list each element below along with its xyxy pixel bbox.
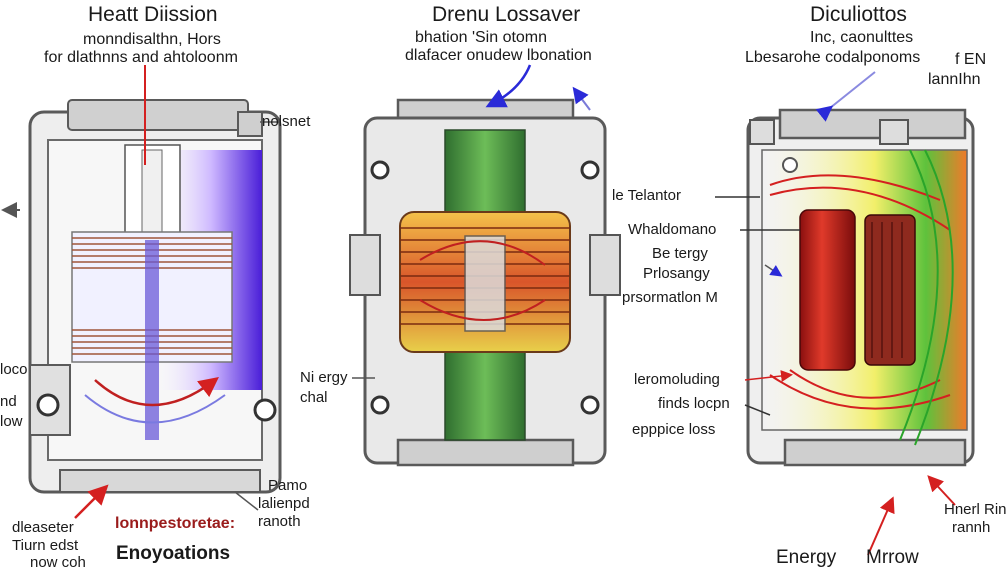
right-bottom-energy-label: Energy <box>776 547 837 568</box>
right-label-1: le Telantor <box>612 187 681 204</box>
middle-transformer <box>349 64 621 467</box>
left-bottom-bold-label: Enoyoations <box>116 543 231 564</box>
right-transformer <box>715 71 975 556</box>
right-subtitle-2: Lbesarohe codalponoms <box>745 49 921 66</box>
right-label-4: Prlosangy <box>643 265 710 282</box>
right-label-5: prsormatlon M <box>622 289 718 306</box>
left-label-left-2: nd <box>0 393 17 410</box>
right-label-8: epppice loss <box>632 421 716 438</box>
right-label-bottom-right-1: Hnerl Rinh <box>944 501 1006 518</box>
left-label-top-right: nolsnet <box>262 113 311 130</box>
left-label-left-1: loco <box>0 361 28 378</box>
middle-subtitle-2: dlafacer onudew lbonation <box>405 47 592 64</box>
left-label-right-1: Pamo <box>268 477 308 494</box>
left-bottom-left-1: dleaseter <box>12 519 74 536</box>
left-bottom-red-label: lonnpestoretae: <box>115 515 236 532</box>
left-bottom-left-2: Tiurn edst <box>12 537 79 554</box>
middle-title: Drenu Lossaver <box>432 3 581 26</box>
left-label-right-2: lalienpd <box>258 495 310 512</box>
left-subtitle-2: for dlathnns and ahtoloonm <box>44 49 238 66</box>
right-label-far-right-2: lannIhn <box>928 71 981 88</box>
left-title: Heatt Diission <box>88 3 218 26</box>
right-label-2: Whaldomano <box>628 221 717 238</box>
left-transformer <box>1 65 282 519</box>
right-label-7: finds locpn <box>658 395 730 412</box>
right-label-3: Be tergy <box>652 245 708 262</box>
middle-subtitle-1: bhation 'Sin otomn <box>415 29 548 46</box>
right-title: Diculiottos <box>810 3 907 26</box>
right-bottom-arrow-label: Mrrow <box>866 547 919 568</box>
left-label-left-3: low <box>0 413 23 430</box>
right-subtitle-1: Inc, caonulttes <box>810 29 914 46</box>
middle-label-left-1: Ni ergy <box>300 369 348 386</box>
right-label-6: leromoluding <box>634 371 720 388</box>
left-bottom-left-3: now coh <box>30 554 86 571</box>
left-label-right-3: ranoth <box>258 513 301 530</box>
left-subtitle-1: monndisalthn, Hors <box>83 31 221 48</box>
middle-label-left-2: chal <box>300 389 328 406</box>
right-label-far-right-1: f EN <box>955 51 987 68</box>
right-label-bottom-right-2: rannh <box>952 519 991 536</box>
